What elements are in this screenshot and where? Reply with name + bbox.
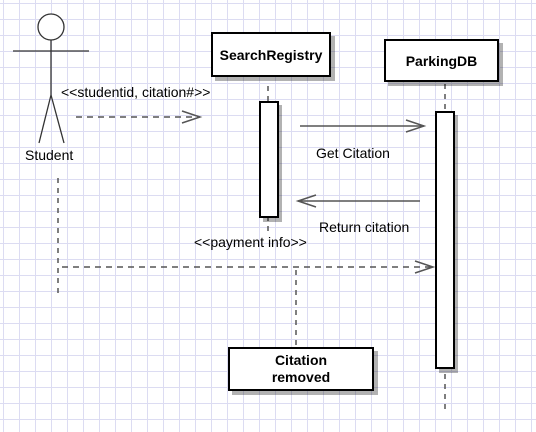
student-actor-figure (13, 13, 89, 144)
payment-info-message-label: <<payment info>> (194, 234, 307, 250)
citation-removed-note-box (228, 347, 374, 391)
note-line-2: removed (271, 369, 331, 385)
note-line-1: Citation (274, 352, 328, 368)
citation-removed-note-label: Citation removed (229, 348, 373, 390)
parking-db-activation-bar (435, 111, 455, 369)
payment-info-arrow (62, 260, 436, 274)
search-registry-object-box (211, 32, 331, 77)
get-citation-arrow (300, 119, 427, 133)
return-citation-arrow (295, 194, 420, 208)
studentid-citation-arrow (76, 110, 203, 124)
parking-db-label: ParkingDB (405, 52, 478, 69)
studentid-citation-message-label: <<studentid, citation#>> (61, 84, 211, 100)
search-registry-activation-bar (259, 101, 279, 218)
return-citation-message-label: Return citation (319, 219, 410, 235)
get-citation-message-label: Get Citation (316, 145, 390, 161)
student-actor-label: Student (25, 147, 74, 163)
parking-db-object-box (384, 39, 499, 82)
search-registry-label: SearchRegistry (219, 46, 323, 63)
